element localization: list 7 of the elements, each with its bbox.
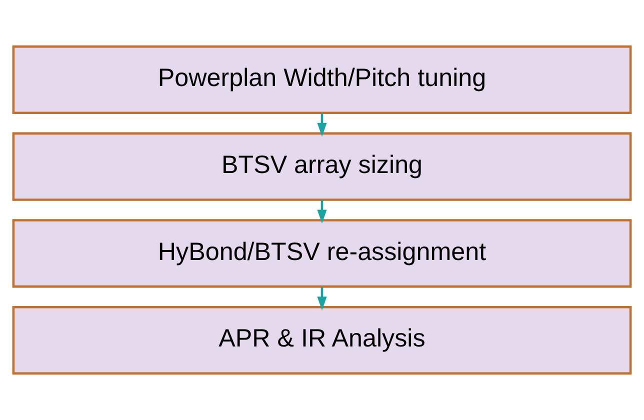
node-box: BTSV array sizing [12,132,632,201]
arrow [317,287,327,310]
node-box: HyBond/BTSV re-assignment [12,219,632,288]
node-box: Powerplan Width/Pitch tuning [12,45,632,114]
node-box: APR & IR Analysis [12,306,632,375]
arrow [317,113,327,137]
arrow [317,200,327,224]
